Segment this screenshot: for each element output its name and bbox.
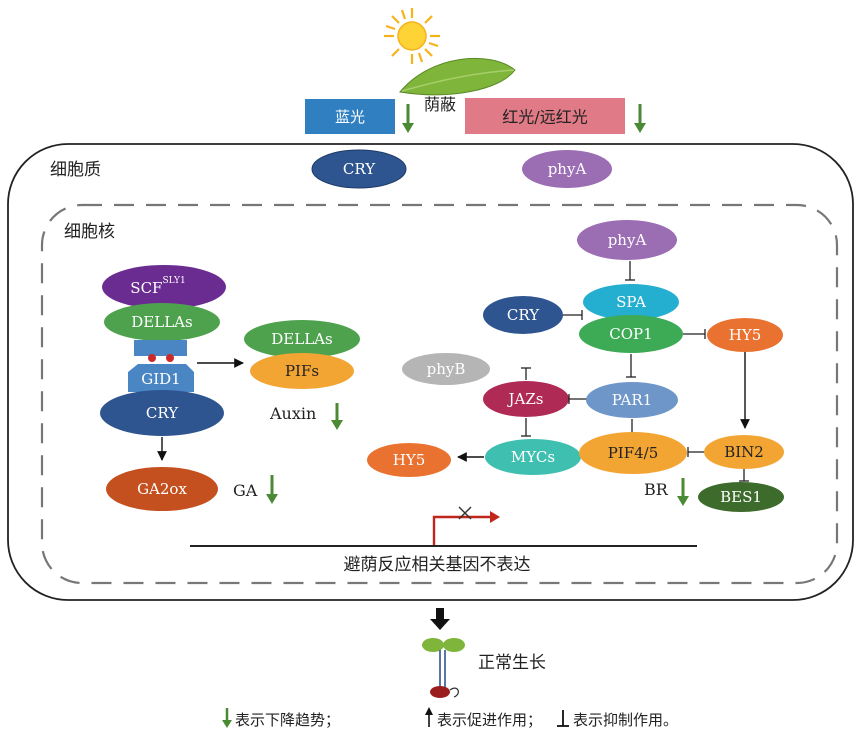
node-hy5-top: HY5 bbox=[707, 318, 783, 352]
svg-text:SPA: SPA bbox=[616, 293, 646, 311]
node-cry-nucleus: CRY bbox=[483, 296, 563, 334]
nucleus-label-bg bbox=[62, 217, 147, 241]
node-scf: SCFSLY1 bbox=[102, 265, 226, 309]
nucleus-label: 细胞核 bbox=[64, 222, 115, 242]
down-arrow-icon bbox=[634, 104, 646, 133]
nucleus-membrane bbox=[40, 203, 839, 585]
inhibit-cop1-par1 bbox=[626, 354, 636, 378]
node-dellas-right: DELLAs bbox=[244, 320, 360, 358]
sun-icon bbox=[384, 8, 440, 64]
legend-promote-label: 表示促进作用； bbox=[437, 711, 542, 729]
down-arrow-icon bbox=[266, 475, 278, 504]
inhibit-cop1-hy5 bbox=[683, 329, 706, 339]
legend: 表示下降趋势； 表示促进作用； 表示抑制作用。 bbox=[222, 707, 678, 729]
node-bin2: BIN2 bbox=[704, 435, 784, 469]
node-cry-cytoplasm: CRY bbox=[311, 149, 407, 189]
svg-text:SCFSLY1: SCFSLY1 bbox=[130, 276, 185, 297]
red-light-box: 红光/远红光 bbox=[465, 98, 625, 134]
node-cop1: COP1 bbox=[579, 315, 683, 353]
node-par1: PAR1 bbox=[586, 382, 678, 418]
blue-light-label: 蓝光 bbox=[335, 108, 365, 126]
ga-label: GA bbox=[233, 481, 258, 500]
legend-inhibit-label: 表示抑制作用。 bbox=[573, 711, 678, 729]
gene-expression-label: 避荫反应相关基因不表达 bbox=[344, 555, 531, 575]
svg-text:COP1: COP1 bbox=[609, 325, 652, 343]
outcome-arrow-icon bbox=[430, 608, 450, 630]
gid1-binding-block bbox=[134, 340, 187, 362]
svg-text:DELLAs: DELLAs bbox=[271, 330, 332, 348]
svg-text:phyA: phyA bbox=[608, 231, 647, 249]
inhibit-par1-pif45 bbox=[627, 419, 637, 435]
svg-text:phyB: phyB bbox=[427, 360, 466, 378]
node-pif45: PIF4/5 bbox=[579, 432, 687, 474]
inhibit-phya-spa bbox=[625, 261, 635, 281]
node-dellas-left: DELLAs bbox=[104, 303, 220, 341]
seedling-icon bbox=[422, 638, 465, 698]
svg-text:GID1: GID1 bbox=[141, 370, 180, 388]
down-arrow-icon bbox=[402, 104, 414, 133]
node-cry-left: CRY bbox=[100, 390, 224, 436]
node-spa: SPA bbox=[583, 284, 679, 320]
svg-text:JAZs: JAZs bbox=[507, 390, 544, 408]
svg-text:phyA: phyA bbox=[548, 160, 587, 178]
node-jazs: JAZs bbox=[483, 381, 569, 417]
auxin-label: Auxin bbox=[269, 404, 316, 423]
svg-text:CRY: CRY bbox=[507, 306, 540, 324]
br-label: BR bbox=[644, 480, 669, 499]
inhibit-bin2-pif45 bbox=[687, 447, 705, 457]
svg-text:DELLAs: DELLAs bbox=[131, 313, 192, 331]
svg-text:MYCs: MYCs bbox=[511, 448, 555, 466]
outcome-label: 正常生长 bbox=[478, 653, 546, 673]
svg-text:CRY: CRY bbox=[343, 160, 376, 178]
legend-down-arrow-icon bbox=[222, 708, 232, 728]
shade-label: 荫蔽 bbox=[424, 95, 456, 114]
node-phya-nucleus: phyA bbox=[577, 220, 677, 260]
node-ga2ox: GA2ox bbox=[106, 467, 218, 511]
node-bes1: BES1 bbox=[698, 482, 784, 512]
node-pifs: PIFs bbox=[250, 353, 354, 389]
svg-text:HY5: HY5 bbox=[393, 451, 426, 469]
node-phya-cytoplasm: phyA bbox=[522, 150, 612, 188]
inhibit-bin2-bes1 bbox=[739, 469, 749, 482]
inhibit-cry-spa bbox=[563, 310, 583, 320]
legend-promote-arrow-icon bbox=[425, 707, 433, 727]
svg-text:PIFs: PIFs bbox=[285, 362, 319, 380]
node-phyb: phyB bbox=[402, 353, 490, 385]
blue-light-box: 蓝光 bbox=[305, 99, 395, 134]
cytoplasm-label: 细胞质 bbox=[50, 160, 101, 180]
legend-down-label: 表示下降趋势； bbox=[235, 711, 340, 729]
red-light-label: 红光/远红光 bbox=[502, 108, 587, 127]
svg-text:PAR1: PAR1 bbox=[612, 391, 652, 409]
down-arrow-icon bbox=[331, 403, 343, 430]
legend-inhibit-icon bbox=[557, 710, 569, 727]
svg-text:PIF4/5: PIF4/5 bbox=[608, 444, 659, 462]
promoter-arrow-icon bbox=[432, 506, 500, 545]
cell-membrane bbox=[7, 143, 854, 601]
node-mycs: MYCs bbox=[485, 439, 581, 475]
svg-text:CRY: CRY bbox=[146, 404, 179, 422]
leaf-icon bbox=[399, 58, 516, 96]
svg-text:BIN2: BIN2 bbox=[724, 443, 764, 461]
node-hy5-left: HY5 bbox=[367, 443, 451, 477]
inhibit-jazs-mycs bbox=[521, 418, 531, 437]
inhibit-phyb-jazs bbox=[521, 367, 531, 380]
node-gid1: GID1 bbox=[128, 364, 194, 392]
down-arrow-icon bbox=[677, 478, 689, 506]
svg-text:GA2ox: GA2ox bbox=[137, 480, 187, 498]
inhibit-par1-jazs bbox=[568, 394, 587, 404]
svg-text:BES1: BES1 bbox=[720, 488, 762, 506]
svg-text:HY5: HY5 bbox=[729, 326, 762, 344]
